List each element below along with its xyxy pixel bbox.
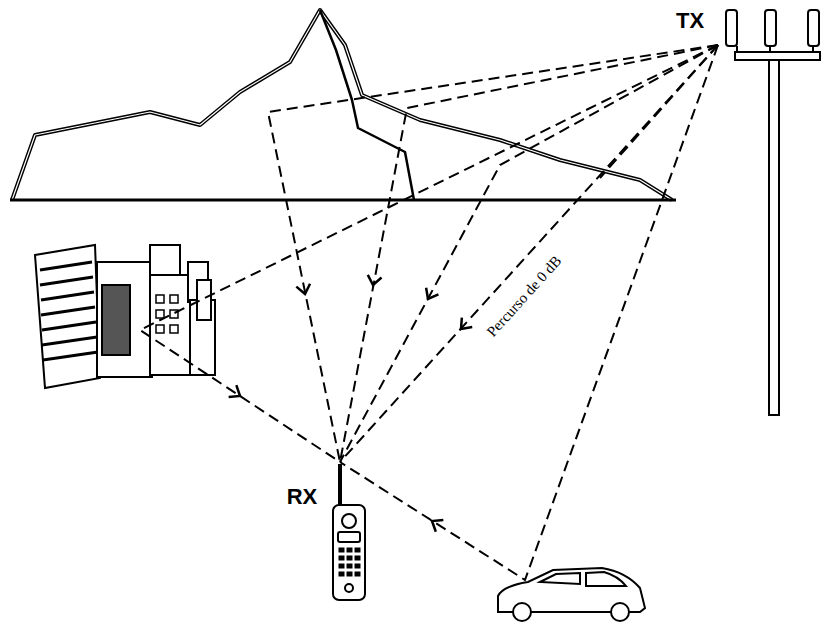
car-wheel bbox=[513, 603, 531, 621]
stripe bbox=[41, 307, 95, 315]
phone-earpiece bbox=[342, 514, 356, 528]
phone-keypad bbox=[339, 548, 360, 576]
antenna-element bbox=[808, 10, 819, 46]
key bbox=[355, 564, 360, 568]
path-label: Percurso de 0 dB bbox=[481, 250, 567, 342]
building-stripes bbox=[40, 262, 98, 360]
scattered-path bbox=[600, 45, 718, 178]
arrowhead bbox=[229, 385, 244, 402]
reflected-path bbox=[340, 45, 718, 580]
window bbox=[170, 295, 178, 303]
stripe bbox=[42, 322, 96, 330]
key bbox=[339, 548, 344, 552]
key bbox=[339, 556, 344, 560]
phone-antenna bbox=[338, 464, 342, 506]
reflected-path bbox=[340, 45, 718, 462]
mountain-ridge bbox=[320, 10, 414, 200]
key bbox=[347, 548, 352, 552]
phone-screen bbox=[338, 532, 360, 542]
transmitter-label: TX bbox=[676, 10, 704, 32]
buildings bbox=[35, 245, 215, 388]
arrowhead bbox=[456, 318, 472, 334]
receiver-label: RX bbox=[287, 486, 318, 508]
reflected-path bbox=[268, 45, 718, 462]
arrowhead bbox=[296, 284, 312, 296]
stripe bbox=[43, 352, 98, 360]
window bbox=[156, 310, 164, 318]
key bbox=[339, 572, 344, 576]
arrowheads bbox=[229, 275, 473, 532]
antenna-element bbox=[726, 10, 737, 46]
mountain-outline bbox=[12, 10, 672, 200]
key bbox=[339, 564, 344, 568]
phone-body bbox=[333, 505, 365, 600]
key bbox=[355, 572, 360, 576]
tower-crossbar bbox=[735, 52, 820, 60]
arrowhead bbox=[366, 275, 381, 286]
phone-mic bbox=[345, 584, 353, 592]
car-window bbox=[540, 573, 580, 584]
building-dark-face bbox=[102, 285, 130, 355]
key bbox=[355, 556, 360, 560]
antenna-mount bbox=[812, 46, 814, 52]
mountain-outline-inner bbox=[12, 10, 672, 200]
stripe bbox=[40, 277, 93, 285]
key bbox=[347, 564, 352, 568]
reflected-path bbox=[140, 45, 718, 462]
building bbox=[150, 245, 180, 275]
arrowhead bbox=[428, 515, 443, 532]
car-window bbox=[586, 572, 626, 586]
antenna-mount bbox=[736, 46, 738, 52]
window bbox=[156, 325, 164, 333]
mobile-phone bbox=[333, 464, 365, 600]
key bbox=[355, 548, 360, 552]
antenna-tower bbox=[726, 10, 820, 415]
stripe bbox=[40, 262, 92, 270]
stripe bbox=[42, 337, 97, 345]
window bbox=[170, 325, 178, 333]
direct-path bbox=[340, 45, 718, 462]
stripe bbox=[41, 292, 94, 300]
antenna-mount bbox=[769, 46, 771, 52]
reflected-path bbox=[340, 45, 718, 462]
mountain bbox=[10, 10, 676, 200]
windows bbox=[156, 295, 178, 333]
key bbox=[347, 572, 352, 576]
car-wheel bbox=[611, 603, 629, 621]
tower-pole bbox=[769, 55, 779, 415]
car bbox=[498, 568, 645, 621]
arrowhead bbox=[422, 288, 439, 303]
building bbox=[97, 262, 152, 377]
tall-building bbox=[35, 245, 100, 388]
propagation-paths bbox=[140, 45, 718, 580]
antenna-element bbox=[765, 10, 776, 46]
key bbox=[347, 556, 352, 560]
window bbox=[156, 295, 164, 303]
